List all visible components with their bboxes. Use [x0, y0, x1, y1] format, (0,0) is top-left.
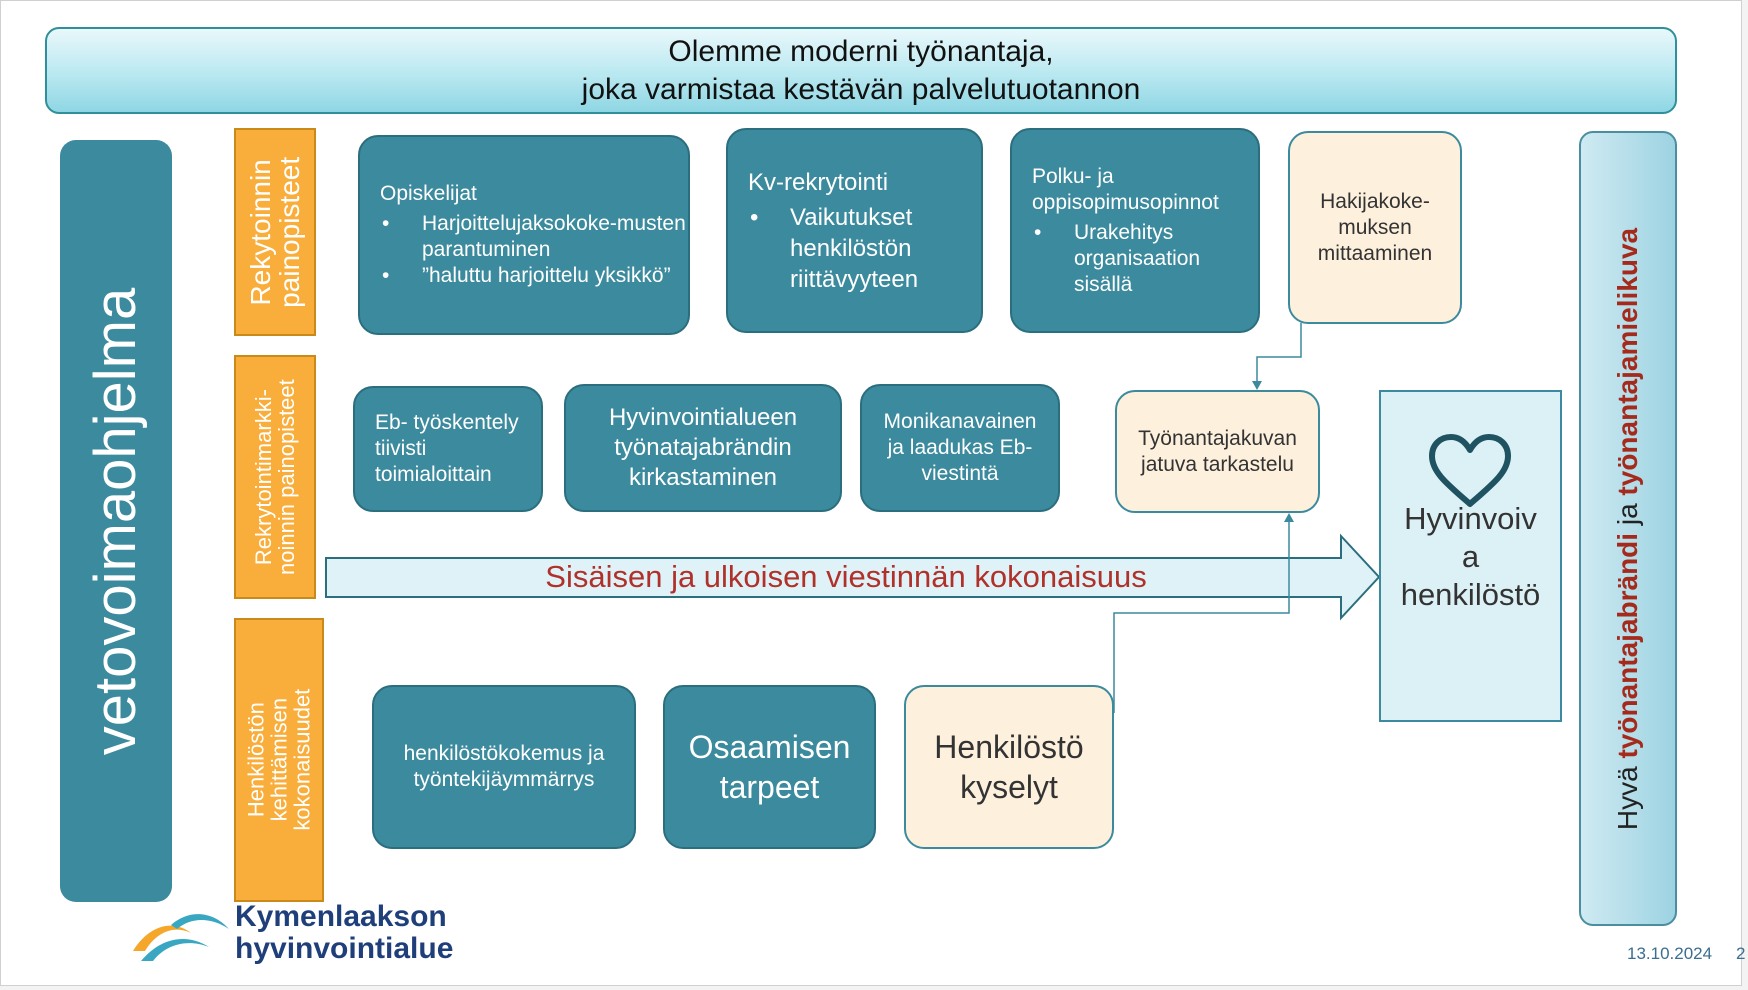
box-employer-image: Työnantajakuvan jatuva tarkastelu [1115, 390, 1320, 513]
connector-surveys-to-image [1113, 517, 1290, 713]
logo-text: Kymenlaakson hyvinvointialue [235, 901, 453, 965]
connector-arrowhead-2 [1284, 513, 1294, 522]
box-eb-work-text: Eb- työskentely tiivisti toimialoittain [375, 411, 519, 486]
logo-line-1: Kymenlaakson [235, 900, 447, 933]
box-kv-recruitment: Kv-rekrytointi Vaikutukset henkilöstön r… [726, 128, 983, 333]
footer-date: 13.10.2024 [1627, 944, 1713, 963]
box-employer-image-text: Työnantajakuvan jatuva tarkastelu [1138, 426, 1297, 476]
connector-applicant-to-image [1256, 323, 1302, 387]
wellbeing-text: Hyvinvoiv a henkilöstö [1381, 500, 1560, 614]
box-students: Opiskelijat Harjoittelujaksokoke-musten … [358, 135, 690, 335]
box-surveys-text: Henkilöstö kyselyt [934, 729, 1084, 805]
wellbeing-box: Hyvinvoiv a henkilöstö [1379, 390, 1562, 722]
box-applicant-experience: Hakijakoke-muksen mittaaminen [1288, 131, 1462, 324]
wave-logo-icon [133, 914, 229, 961]
box-skills-needs: Osaamisen tarpeet [663, 685, 876, 849]
box-students-bullet-1: Harjoittelujaksokoke-musten parantuminen [382, 211, 688, 263]
brand-bar: Hyvä työnantajabrändi ja työnantajamieli… [1579, 131, 1677, 926]
box-applicant-text: Hakijakoke-muksen mittaaminen [1317, 189, 1433, 265]
wellbeing-line-3: henkilöstö [1400, 577, 1541, 612]
box-multichannel: Monikanavainen ja laadukas Eb-viestintä [860, 384, 1060, 512]
box-employee-experience: henkilöstökokemus ja työntekijäymmärrys [372, 685, 636, 849]
box-kv-list: Vaikutukset henkilöstön riittävyyteen [748, 202, 981, 295]
box-path-title: Polku- ja oppisopimusopinnot [1032, 164, 1219, 214]
arrow-label: Sisäisen ja ulkoisen viestinnän kokonais… [545, 559, 1147, 594]
box-students-list: Harjoittelujaksokoke-musten parantuminen… [380, 211, 688, 289]
program-bar: vetovoimaohjelma [60, 140, 172, 902]
wellbeing-line-2: a [1461, 539, 1480, 574]
heart-icon [1429, 434, 1511, 507]
box-path-bullet-1: Urakehitys organisaation sisällä [1034, 220, 1258, 298]
mission-banner: Olemme moderni työnantaja, joka varmista… [45, 27, 1677, 114]
page-number: 2 [1736, 944, 1746, 963]
box-kv-title: Kv-rekrytointi [748, 168, 889, 196]
banner-line-2: joka varmistaa kestävän palvelutuotannon [581, 72, 1141, 106]
arrow-right-icon [325, 533, 1381, 621]
box-kv-bullet-1: Vaikutukset henkilöstön riittävyyteen [750, 202, 981, 295]
box-brand-text: Hyvinvointialueen työnatajabrändin kirka… [608, 404, 798, 491]
box-multichannel-text: Monikanavainen ja laadukas Eb-viestintä [883, 410, 1037, 485]
box-students-title: Opiskelijat [380, 182, 477, 205]
logo-line-2: hyvinvointialue [235, 932, 454, 965]
box-brand: Hyvinvointialueen työnatajabrändin kirka… [564, 384, 842, 512]
section-recruitment: Rekytoinnin painopisteet [234, 128, 316, 336]
box-path-list: Urakehitys organisaation sisällä [1032, 220, 1258, 298]
organization-logo: Kymenlaakson hyvinvointialue [131, 901, 491, 969]
wellbeing-line-1: Hyvinvoiv [1404, 501, 1537, 536]
box-surveys: Henkilöstö kyselyt [904, 685, 1114, 849]
box-employee-experience-text: henkilöstökokemus ja työntekijäymmärrys [403, 742, 605, 791]
section-marketing: Rekrytointimarkki- noinnin painopisteet [234, 355, 316, 599]
box-path-studies: Polku- ja oppisopimusopinnot Urakehitys … [1010, 128, 1260, 333]
box-skills-text: Osaamisen tarpeet [688, 729, 851, 805]
section-development: Henkilöstön kehittämisen kokonaisuudet [234, 618, 324, 902]
box-eb-work: Eb- työskentely tiivisti toimialoittain [353, 386, 543, 512]
banner-line-1: Olemme moderni työnantaja, [668, 34, 1054, 68]
box-students-bullet-2: ”haluttu harjoittelu yksikkö” [382, 263, 688, 289]
connector-arrowhead-1 [1252, 381, 1262, 390]
